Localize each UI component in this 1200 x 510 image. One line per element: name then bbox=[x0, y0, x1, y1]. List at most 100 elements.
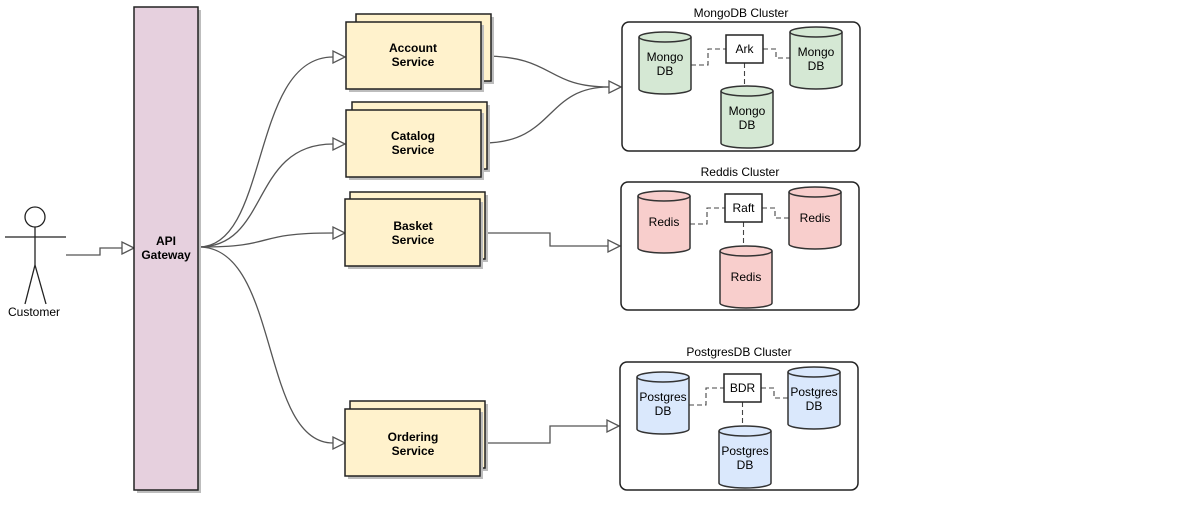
customer-actor: Customer bbox=[5, 206, 66, 319]
service-card bbox=[344, 198, 481, 267]
service-label-line1: Basket bbox=[393, 219, 432, 233]
service-ordering: Ordering Service bbox=[344, 400, 488, 479]
database-label-line1: Postgres bbox=[790, 385, 837, 399]
database-label-line1: Redis bbox=[800, 211, 831, 225]
edge-ordering-postgres-arrow bbox=[606, 418, 621, 434]
edge-gateway-ordering-arrow bbox=[332, 435, 347, 451]
cluster-title: PostgresDB Cluster bbox=[686, 345, 791, 359]
clusters: MongoDB ClusterArkMongoDBMongoDBMongoDBR… bbox=[619, 6, 861, 491]
database-cylinder-icon bbox=[636, 371, 690, 435]
service-account: Account Service bbox=[345, 13, 494, 92]
service-label-line2: Service bbox=[392, 444, 435, 458]
database-cylinder-icon bbox=[637, 190, 691, 254]
actor-right-leg bbox=[34, 264, 47, 305]
database-label-line1: Postgres bbox=[639, 390, 686, 404]
edge-gateway-catalog-arrow bbox=[332, 136, 347, 152]
gateway-label-line2: Gateway bbox=[141, 248, 191, 262]
replication-link-right bbox=[763, 48, 790, 59]
database-label-line1: Mongo bbox=[729, 104, 766, 118]
database-cylinder-rim bbox=[636, 376, 690, 383]
service-label-line1: Account bbox=[389, 41, 437, 55]
gateway-box bbox=[133, 6, 199, 491]
edge-catalog-mongo bbox=[482, 86, 610, 144]
edge-basket-redis-arrow bbox=[607, 238, 622, 254]
database-cylinder-icon bbox=[638, 31, 692, 95]
edge-gateway-account-arrow bbox=[332, 49, 347, 65]
service-card bbox=[345, 109, 482, 178]
edge-customer-gateway-arrow bbox=[121, 240, 136, 256]
database-cylinder-icon bbox=[788, 186, 842, 250]
edge-ordering-postgres bbox=[483, 425, 607, 444]
database-cylinder-rim bbox=[788, 191, 842, 198]
edge-gateway-account bbox=[198, 56, 334, 248]
database-node: MongoDB bbox=[638, 31, 692, 95]
gateway-label-line1: API bbox=[156, 234, 176, 248]
service-card bbox=[345, 21, 482, 90]
protocol-box bbox=[725, 34, 764, 64]
protocol-label: Ark bbox=[736, 42, 755, 56]
database-label-line2: DB bbox=[737, 458, 754, 472]
database-cylinder-icon bbox=[720, 85, 774, 149]
replication-link-left bbox=[691, 48, 726, 66]
database-cylinder-icon bbox=[789, 26, 843, 90]
database-node: MongoDB bbox=[720, 85, 774, 149]
edge-basket-redis bbox=[483, 232, 608, 247]
database-node: Redis bbox=[637, 190, 691, 254]
replication-link-left bbox=[690, 207, 725, 225]
database-cylinder-rim bbox=[637, 195, 691, 202]
actor-head bbox=[24, 206, 46, 228]
postgresdb-cluster: PostgresDB ClusterBDRPostgresDBPostgresD… bbox=[619, 345, 859, 491]
api-gateway: API Gateway bbox=[133, 6, 201, 493]
service-label-line1: Catalog bbox=[391, 129, 435, 143]
database-cylinder-rim bbox=[719, 250, 773, 257]
database-cylinder-icon bbox=[718, 425, 772, 489]
database-cylinder-rim bbox=[787, 371, 841, 378]
cluster-title: Reddis Cluster bbox=[701, 165, 780, 179]
database-label-line2: DB bbox=[655, 404, 672, 418]
database-cylinder-rim bbox=[789, 31, 843, 38]
protocol-label: Raft bbox=[732, 201, 755, 215]
database-node: Redis bbox=[719, 245, 773, 309]
database-cylinder-rim bbox=[638, 36, 692, 43]
database-label-line1: Mongo bbox=[647, 50, 684, 64]
database-node: PostgresDB bbox=[636, 371, 690, 435]
customer-label: Customer bbox=[8, 305, 60, 319]
protocol-box bbox=[724, 193, 763, 223]
database-label-line2: DB bbox=[806, 399, 823, 413]
database-cylinder-rim bbox=[720, 90, 774, 97]
database-cylinder-rim bbox=[718, 430, 772, 437]
cluster-title: MongoDB Cluster bbox=[694, 6, 789, 20]
edge-account-mongo bbox=[482, 55, 610, 88]
actor-left-leg bbox=[24, 264, 36, 305]
database-label-line1: Postgres bbox=[721, 444, 768, 458]
database-node: PostgresDB bbox=[718, 425, 772, 489]
replication-link-right bbox=[761, 387, 788, 399]
database-node: Redis bbox=[788, 186, 842, 250]
database-label-line2: DB bbox=[657, 64, 674, 78]
edge-to-mongo-arrow bbox=[608, 79, 623, 95]
database-node: PostgresDB bbox=[787, 366, 841, 430]
edge-gateway-ordering bbox=[198, 246, 334, 444]
database-label-line2: DB bbox=[739, 118, 756, 132]
edge-gateway-basket bbox=[198, 232, 334, 248]
database-label-line2: DB bbox=[808, 59, 825, 73]
edges bbox=[66, 49, 623, 451]
database-cylinder-icon bbox=[719, 245, 773, 309]
service-label-line2: Service bbox=[392, 143, 435, 157]
database-label-line1: Mongo bbox=[798, 45, 835, 59]
replication-link-left bbox=[689, 387, 724, 406]
database-label-line1: Redis bbox=[731, 270, 762, 284]
edge-gateway-catalog bbox=[198, 143, 334, 248]
database-cylinder-icon bbox=[787, 366, 841, 430]
replication-link-right bbox=[762, 207, 789, 219]
service-catalog: Catalog Service bbox=[345, 101, 490, 180]
protocol-box bbox=[723, 373, 762, 403]
service-basket: Basket Service bbox=[344, 191, 488, 269]
database-label-line1: Redis bbox=[649, 215, 680, 229]
edge-gateway-basket-arrow bbox=[332, 225, 347, 241]
service-label-line2: Service bbox=[392, 55, 435, 69]
edge-customer-gateway bbox=[66, 247, 122, 256]
